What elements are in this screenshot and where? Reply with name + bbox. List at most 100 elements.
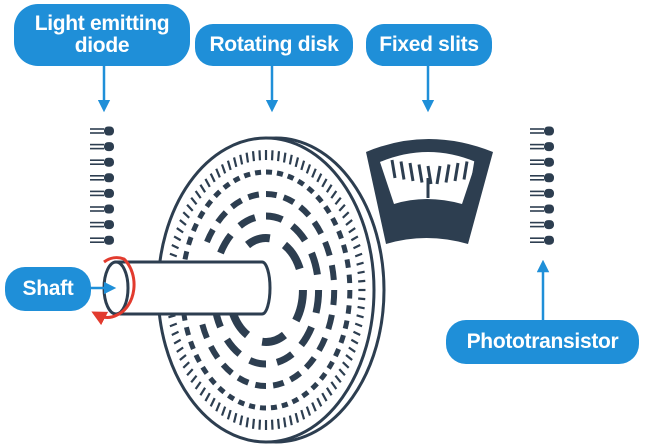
disk-slot (315, 194, 324, 204)
disk-slot (311, 402, 317, 412)
disk-slot (346, 274, 353, 284)
disk-slot (171, 330, 180, 336)
disk-slot (220, 164, 227, 174)
fixed-slit (426, 165, 433, 185)
disk-slot (276, 170, 284, 177)
disk-slot (289, 223, 309, 243)
disk-slot (336, 230, 344, 240)
disk-slot (311, 220, 324, 235)
disk-slot (312, 289, 323, 314)
disk-slot (223, 337, 243, 357)
disk-slot (345, 305, 352, 315)
shaft (102, 260, 272, 316)
fixed-slit (435, 165, 442, 185)
disk-slot (325, 184, 333, 193)
disk-slot (251, 418, 256, 429)
disk-slot (169, 322, 178, 328)
disk-slot (298, 204, 312, 218)
disk-slot (334, 196, 342, 205)
disk-slot (254, 169, 262, 176)
disk-slot (245, 417, 250, 428)
disk-slot (254, 381, 267, 389)
disk-slot (305, 406, 312, 416)
disk-slot (179, 219, 187, 226)
disk-slot (199, 387, 207, 396)
disk-slot (330, 381, 338, 390)
disk-slot (350, 338, 359, 345)
disk-slot (215, 402, 221, 412)
disk-slot (291, 396, 300, 405)
disk-slot (194, 381, 202, 390)
disk-slot (193, 353, 202, 364)
led-body (104, 126, 114, 136)
disk-slot (345, 219, 353, 226)
disk-slot (342, 211, 350, 219)
phototransistor-body (544, 126, 554, 136)
disk-slot (213, 189, 222, 199)
disk-slot (334, 375, 342, 384)
disk-slot (338, 204, 346, 212)
disk-slot (194, 190, 202, 199)
led-body (104, 173, 114, 183)
disk-slot (300, 160, 306, 171)
disk-slot (215, 210, 229, 224)
disk-slot (356, 314, 364, 319)
disk-slot (316, 173, 323, 183)
disk-slot (298, 325, 315, 348)
disk-slot (350, 235, 359, 242)
disk-slot (345, 354, 353, 361)
fixed-slit (453, 162, 460, 182)
slit-marks (390, 159, 478, 198)
disk-slot (176, 346, 184, 353)
disk-slot (204, 199, 214, 209)
disk-slot (281, 241, 304, 271)
disk-slot (217, 232, 234, 255)
disk-slot (186, 236, 194, 246)
disk-slot (232, 175, 241, 184)
disk-slot (330, 216, 339, 227)
disk-slot (270, 404, 278, 411)
disk-slot (357, 305, 365, 310)
disk-slot (288, 415, 293, 426)
disk-slot (217, 385, 226, 395)
fixed-slit (471, 159, 478, 179)
disk-slot (306, 185, 315, 195)
disk-slot (357, 270, 365, 275)
fixed-slit (462, 161, 469, 180)
disk-slot (232, 157, 238, 168)
disk-slot (276, 418, 281, 429)
disk-slot (226, 393, 236, 402)
disk-slot (354, 322, 363, 328)
disk-slot (342, 361, 350, 369)
disk-slot (358, 279, 366, 283)
disk-slot (226, 160, 232, 171)
disk-slot (209, 397, 216, 407)
disk-slot (182, 361, 190, 369)
disk-slot (199, 184, 207, 193)
fixed-slit (417, 164, 424, 183)
disk-slot (354, 252, 363, 258)
led-label: Light emitting diode (14, 4, 190, 66)
disk-slot (300, 409, 306, 420)
disk-slot (330, 190, 338, 199)
disk-slot (281, 401, 289, 409)
disk-slot (338, 334, 346, 344)
phototransistor-body (544, 142, 554, 152)
disk-slot (338, 368, 346, 376)
rotation-arrow-icon (91, 256, 136, 326)
disk-slot (275, 351, 295, 366)
disk-slot (226, 409, 232, 420)
disk-slot (171, 244, 180, 250)
fixed-slits-label: Fixed slits (366, 24, 492, 66)
rotating-disk-label: Rotating disk (195, 24, 353, 66)
disk-slot (316, 336, 328, 352)
disk-slot (282, 194, 296, 205)
disk-slot (265, 191, 278, 199)
disk-slot (325, 387, 333, 396)
phototransistor-body (544, 220, 554, 230)
disk-slot (208, 345, 221, 360)
disk-slot (352, 244, 361, 250)
disk-slot (236, 375, 250, 386)
disk-slot (186, 204, 194, 212)
